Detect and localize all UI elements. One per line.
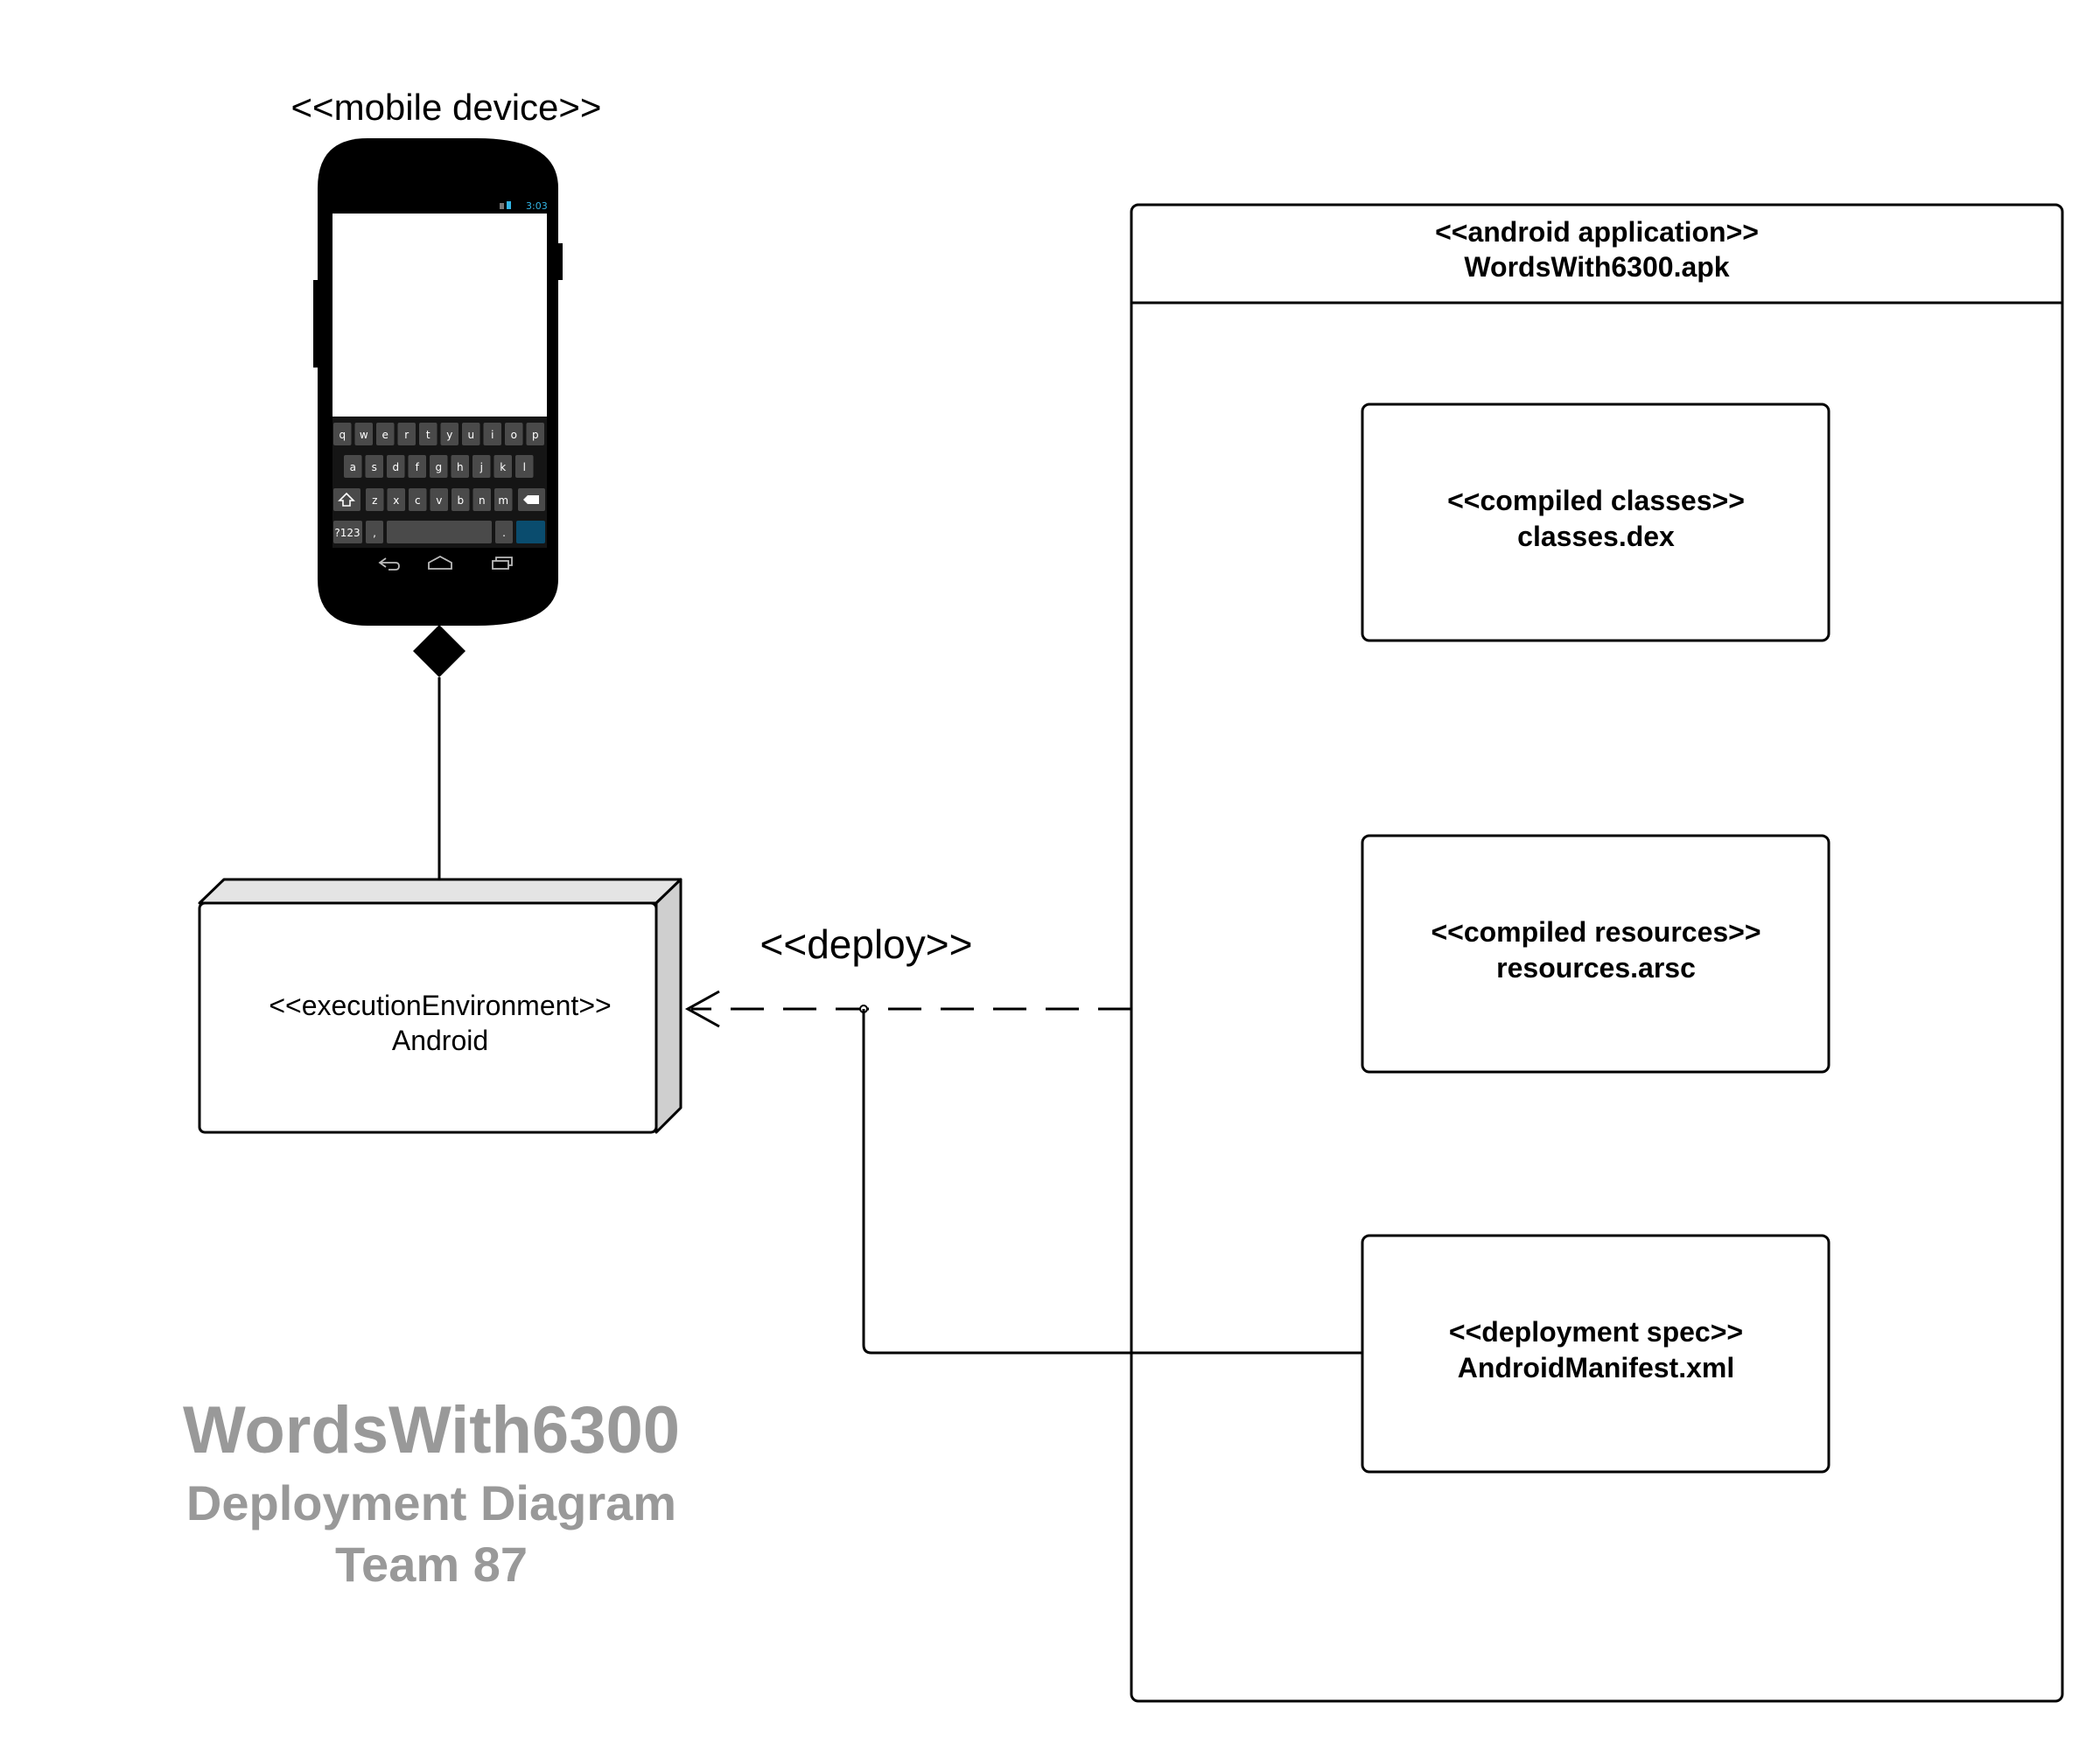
keyboard-key (515, 455, 534, 478)
diagram-team: Team 87 (335, 1537, 528, 1592)
keyboard-key-label: u (467, 429, 474, 441)
back-icon (378, 557, 400, 571)
keyboard-key-label: t (426, 429, 430, 441)
keyboard-key (526, 423, 544, 445)
diagram-subtitle: Deployment Diagram (186, 1475, 676, 1530)
keyboard-key-label: g (435, 461, 442, 473)
keyboard-key-label: w (360, 429, 368, 441)
artifact-stereotype: <<deployment spec>> (1449, 1316, 1743, 1348)
keyboard-key-label: h (457, 461, 464, 473)
keyboard-key-label: c (415, 494, 421, 507)
keyboard-key-label: x (393, 494, 399, 507)
artifact-deployment-spec: <<deployment spec>> AndroidManifest.xml (1361, 1234, 1830, 1474)
keyboard-key (462, 423, 480, 445)
shift-icon (338, 492, 355, 507)
keyboard-key (365, 455, 383, 478)
deploy-label: <<deploy>> (760, 921, 972, 967)
keyboard-key (472, 455, 491, 478)
keyboard-key-label: s (372, 461, 377, 473)
artifact-stereotype: <<compiled classes>> (1447, 485, 1745, 516)
keyboard-key-label: d (392, 461, 399, 473)
keyboard-key-label: m (498, 494, 508, 507)
keyboard-key (430, 455, 448, 478)
mobile-device-stereotype: <<mobile device>> (291, 87, 602, 128)
artifact-compiled-resources: <<compiled resources>> resources.arsc (1361, 834, 1830, 1074)
phone-screen (332, 214, 547, 417)
execution-environment-name: Android (392, 1025, 488, 1056)
artifact-compiled-classes: <<compiled classes>> classes.dex (1361, 403, 1830, 642)
keyboard-key-label: l (523, 461, 526, 473)
keyboard-key-label: p (532, 429, 539, 441)
keyboard-key (440, 423, 458, 445)
keyboard-key-label: b (457, 494, 464, 507)
keyboard-key-label: f (416, 461, 420, 473)
composition-connector (413, 625, 466, 879)
keyboard-key (451, 455, 469, 478)
keyboard-key-label: r (404, 429, 409, 441)
keyboard-key (387, 455, 405, 478)
key-period: . (502, 527, 506, 539)
keyboard-key-label: y (446, 429, 452, 441)
keyboard-key (452, 488, 470, 511)
keyboard-key (354, 423, 373, 445)
keyboard-key (409, 488, 427, 511)
artifact-stereotype: <<compiled resources>> (1431, 916, 1760, 948)
keyboard-key (483, 423, 501, 445)
keyboard-key-label: o (511, 429, 517, 441)
keyboard-key-label: n (479, 494, 486, 507)
space-key (387, 521, 492, 543)
execution-environment-stereotype: <<executionEnvironment>> (269, 990, 611, 1021)
artifact-name: classes.dex (1517, 521, 1675, 552)
keyboard-key (366, 488, 384, 511)
home-icon (428, 555, 452, 570)
backspace-icon (523, 495, 539, 504)
keyboard-key (333, 423, 352, 445)
key-symbols: ?123 (334, 527, 360, 539)
keyboard-key-label: k (500, 461, 506, 473)
execution-environment-node: <<executionEnvironment>> Android (198, 878, 682, 1134)
keyboard-key (472, 488, 491, 511)
keyboard-key-label: z (372, 494, 377, 507)
diagram-title: WordsWith6300 (183, 1393, 680, 1467)
keyboard-key (397, 423, 416, 445)
recents-icon (492, 557, 513, 570)
keyboard-key-label: a (350, 461, 356, 473)
keyboard-key (419, 423, 438, 445)
keyboard-key (505, 423, 523, 445)
enter-key (516, 521, 545, 543)
android-application-node: <<android application>> WordsWith6300.ap… (1130, 203, 2064, 1703)
keyboard-key-label: v (436, 494, 442, 507)
keyboard-key (376, 423, 395, 445)
keyboard-key (494, 455, 512, 478)
keyboard-key (430, 488, 448, 511)
keyboard-key (387, 488, 405, 511)
android-application-name: WordsWith6300.apk (1464, 251, 1729, 283)
artifact-name: AndroidManifest.xml (1458, 1352, 1734, 1383)
keyboard-key-label: e (382, 429, 388, 441)
artifact-name: resources.arsc (1496, 952, 1696, 984)
status-time: 3:03 (526, 200, 548, 212)
deploy-dependency-arrow (684, 990, 1131, 1028)
keyboard-key-label: i (491, 429, 494, 441)
keyboard-key-label: q (339, 429, 346, 441)
android-application-stereotype: <<android application>> (1435, 216, 1759, 248)
keyboard-key-label: j (480, 461, 483, 473)
key-comma: , (373, 527, 376, 539)
keyboard-key (494, 488, 513, 511)
keyboard-key (344, 455, 362, 478)
keyboard-key (408, 455, 426, 478)
deployment-spec-connector (862, 1009, 1362, 1355)
